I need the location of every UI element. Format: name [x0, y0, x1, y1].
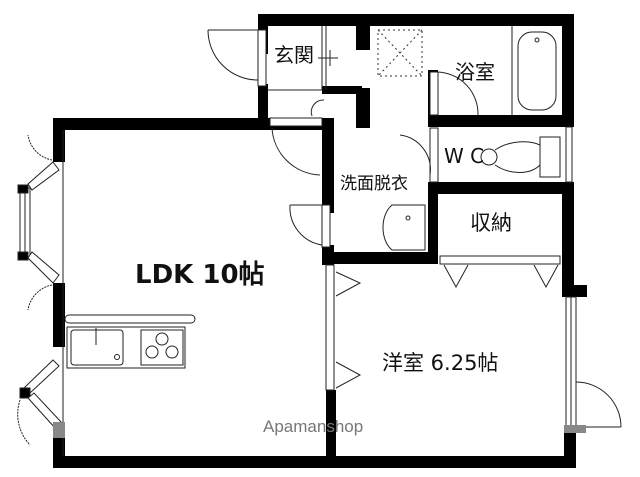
room-label-toilet: W C	[444, 144, 485, 168]
room-label-bathroom: 浴室	[455, 60, 495, 84]
walls	[53, 14, 587, 468]
watermark-text: Apamanshop	[263, 417, 364, 436]
closet-doors	[325, 255, 561, 391]
washbasin-fixture	[382, 204, 426, 251]
toilet-fixture	[399, 126, 573, 183]
room-label-washroom: 洗面脱衣	[340, 174, 408, 194]
entrance-door	[207, 26, 338, 248]
kitchen-counter	[64, 314, 196, 369]
bathroom-fixtures	[429, 26, 557, 116]
bay-window	[17, 130, 64, 456]
utility-hatch	[377, 29, 423, 77]
lower-left-window	[17, 359, 65, 446]
room-label-ldk: LDK 10帖	[135, 260, 265, 290]
room-label-entrance: 玄関	[274, 43, 314, 67]
room-label-storage: 収納	[470, 211, 512, 235]
balcony-door	[564, 296, 622, 433]
room-label-western-room: 洋室 6.25帖	[382, 351, 499, 375]
